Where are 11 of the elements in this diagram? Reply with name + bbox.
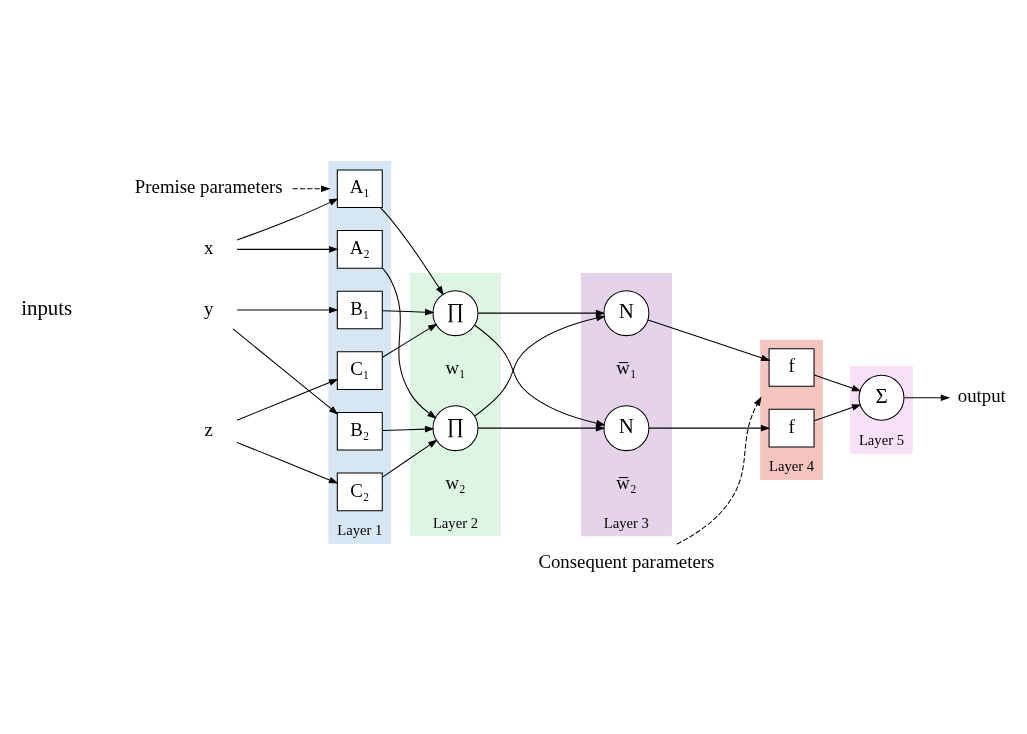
node-text: output bbox=[957, 384, 1006, 406]
node-text: x bbox=[203, 236, 213, 258]
node-label: w̅₂ bbox=[615, 471, 636, 493]
node-label: w̅₁ bbox=[615, 356, 636, 378]
node-text: Premise parameters bbox=[134, 175, 283, 197]
node-label: w₁ bbox=[444, 356, 466, 378]
node-text: Consequent parameters bbox=[537, 550, 714, 572]
node-text: y bbox=[203, 297, 213, 319]
label: inputs bbox=[20, 295, 72, 320]
node-text: z bbox=[204, 418, 213, 440]
node-label: w₂ bbox=[444, 471, 466, 493]
